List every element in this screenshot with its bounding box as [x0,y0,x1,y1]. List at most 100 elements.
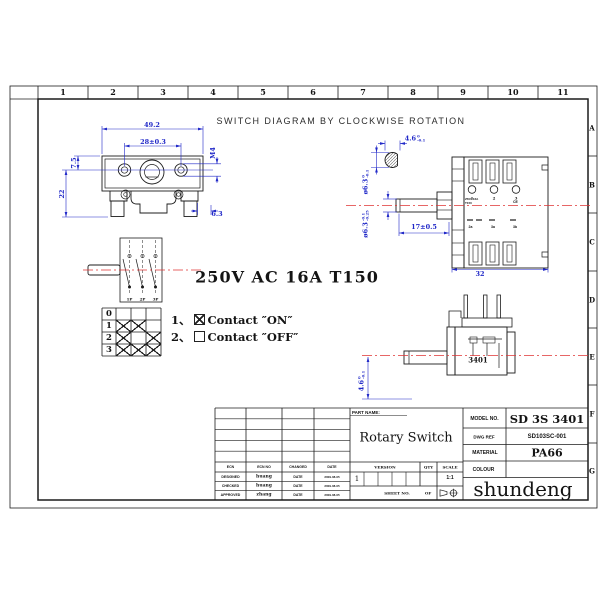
rev-date: 2009-08-05 [324,484,340,488]
grid-col-label: 5 [260,87,266,97]
grid-row-label: G [589,466,595,476]
grid-row-label: F [589,409,595,419]
version-label: VERSION [374,464,396,470]
dim-value: ø6.3 [362,222,370,238]
rev-header: DATE [327,465,337,469]
pole-label: 2P [139,296,146,301]
drawing-title: SWITCH DIAGRAM BY CLOCKWISE ROTATION [216,116,466,126]
sheet-frame [9,85,598,509]
molded-marking: 250V 16A [465,197,479,201]
dim-shaft-length: 17±0.5 [411,223,437,231]
position-label: 3 [106,345,112,355]
rev-role: APPROVED [220,493,241,498]
checkbox-unchecked-icon [193,331,205,342]
contact-on-mark [146,344,161,356]
terminal-label: 2 [492,195,496,200]
terminal-row-label: 3b [512,224,518,229]
dim-top-offset: 7.5 [70,157,78,169]
legend-label: Contact ″OFF″ [207,329,299,344]
terminal-label: 1 [470,195,474,200]
position-label: 0 [106,309,112,319]
dim-value: ø6.3 [362,178,370,195]
dim-tolerance: 0-0.1 [356,370,366,379]
qty-label: QTY [423,464,434,470]
centerlines [83,205,590,356]
dwg-ref-label: DWG REF [473,434,495,439]
part-name: Rotary Switch [359,430,453,446]
rev-name: zhang [256,492,272,498]
version-value: 1 [354,475,360,483]
grid-row-label: A [589,123,595,133]
terminal-row-label: 2a [468,224,473,229]
scale-value: 1:1 [446,475,454,481]
rev-header: ECN NO [257,465,271,469]
material-value: PA66 [531,446,563,459]
legend-item-on: 1、 Contact ″ON″ [171,312,293,328]
grid-col-label: 7 [360,87,366,97]
contact-on-mark [116,320,131,332]
legend-label: Contact ″ON″ [207,312,293,327]
projection-symbol-icon [439,488,459,498]
grid-row-label: E [589,352,595,362]
rating-text: 250V AC 16A T150 [195,267,379,286]
rev-name: huang [256,483,272,489]
sheet-no-label: SHEET NO. [384,490,410,496]
grid-row-label: D [588,295,596,305]
grid-col-label: 9 [460,87,466,97]
dim-value: 4.6 [357,379,366,392]
contact-on-mark [146,332,161,344]
part-views-linework [87,152,588,500]
rev-header: ECN [226,465,235,469]
contact-on-mark [131,320,146,332]
dim-tolerance: 0-0.1 [417,133,426,143]
grid-col-label: 1 [60,87,66,97]
thread-callout: M4 [209,147,217,159]
dim-hole-span: 28±0.3 [140,138,166,146]
grid-row-label: B [589,180,595,190]
contact-on-mark [116,344,131,356]
rev-changed: DATE [293,484,303,488]
rev-role: DESIGNED [221,474,240,479]
grid-col-label: 4 [210,87,216,97]
terminal-row-label: 3a [491,224,495,229]
grid-col-label: 2 [110,87,116,97]
position-label: 1 [106,321,112,331]
grid-col-label: 3 [160,87,166,97]
rev-changed: DATE [293,474,303,479]
grid-col-label: 10 [507,87,519,97]
sheet-of-label: OF [424,490,432,496]
brand-logo-text: shundeng [473,476,573,501]
grid-col-label: 6 [310,87,316,97]
legend-prefix: 1、 [171,312,191,327]
grid-col-label: 8 [410,87,416,97]
dim-shaft-dia: ø6.3 -0.1-0.25 [360,210,371,238]
dim-body-width: 32 [475,270,485,278]
rev-name: huang [256,474,272,480]
rev-changed: DATE [293,493,303,498]
pole-label: 1P [126,296,133,301]
terminal-label: 3 [514,195,518,200]
contact-on-mark [116,332,131,344]
grid-col-label: 11 [557,87,569,97]
dim-tolerance: 0-0.1 [360,169,370,178]
legend-prefix: 2、 [171,329,191,344]
molded-marking: CE [513,199,518,204]
rev-date: 2009-08-05 [324,474,340,479]
rev-date: 2009-08-05 [324,493,340,498]
dim-value: 4.6 [404,135,417,143]
dim-tolerance: -0.1-0.25 [360,210,370,222]
pole-label: 3P [152,296,159,301]
model-no-label: MODEL NO. [470,415,499,422]
dwg-ref-value: SD103SC-001 [527,433,567,440]
rev-role: CHECKED [221,484,240,488]
model-no-value: SD 3S 3401 [509,411,585,426]
grid-row-label: C [589,237,595,247]
contact-on-mark [131,344,146,356]
dim-shaft-section-dia: ø6.3 0-0.1 [360,169,371,195]
scale-label: SCALE [442,464,458,470]
dim-shaft-flat: 4.6 0-0.1 [404,133,426,144]
dim-tab-offset: 6.3 [211,210,223,218]
dimension-linework [62,126,549,400]
